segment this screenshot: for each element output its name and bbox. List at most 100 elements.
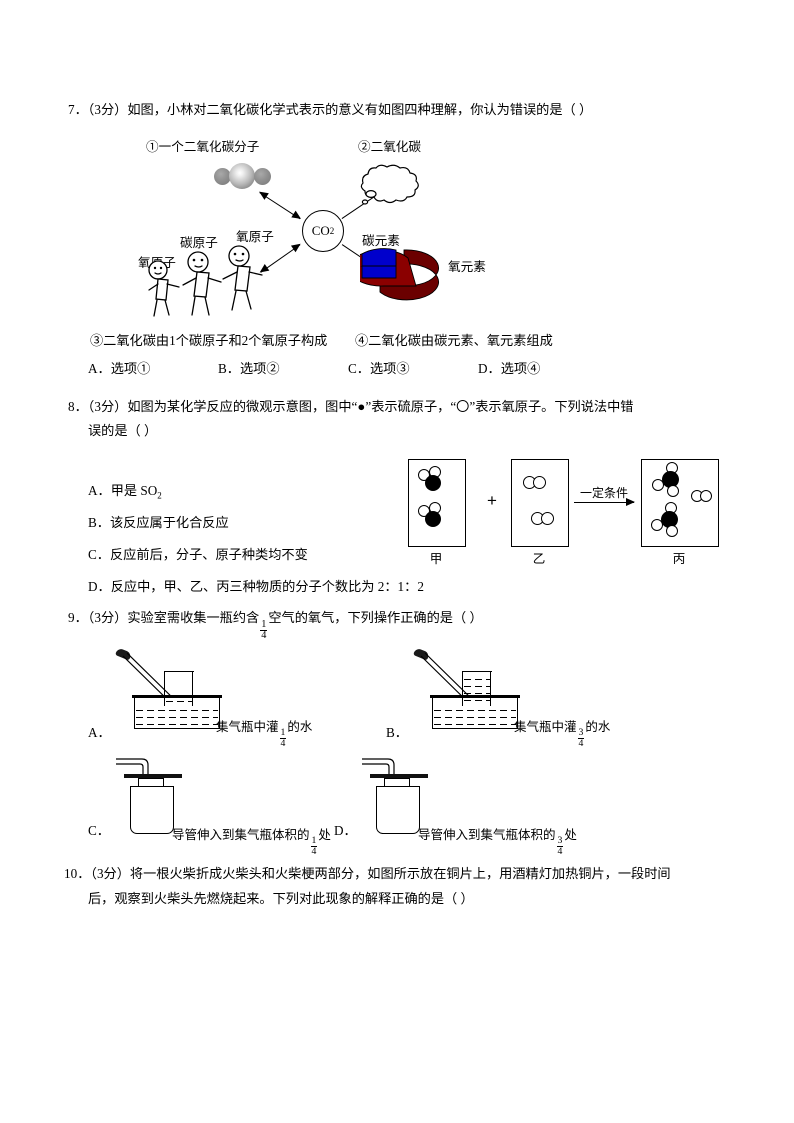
q9-apparatus-a bbox=[115, 647, 236, 736]
q9-option-b-letter[interactable]: B． bbox=[386, 725, 408, 740]
q7-option-c[interactable]: C．选项③ bbox=[348, 361, 410, 376]
reactant-box-yi bbox=[511, 459, 569, 547]
q7-co2-text: CO bbox=[311, 223, 330, 238]
trough-rim-a bbox=[132, 695, 222, 698]
oxygen-atom bbox=[533, 476, 546, 489]
oxygen-atom bbox=[652, 479, 664, 491]
jar-neck-d bbox=[384, 778, 410, 788]
q9-caption-b-pre: 集气瓶中灌 bbox=[514, 720, 577, 734]
reactant-box-jia bbox=[408, 459, 466, 547]
oxygen-atom bbox=[541, 512, 554, 525]
jar-wall-right-a bbox=[192, 672, 194, 706]
oxygen-ball-left bbox=[214, 168, 231, 185]
sulfur-atom bbox=[425, 511, 441, 527]
q8-diagram: 甲 + 乙 一定条件 bbox=[404, 455, 734, 575]
q7-label-carbon-atom: 碳原子 bbox=[180, 236, 218, 250]
trough-water-b bbox=[434, 707, 516, 727]
q9-caption-c-post: 处 bbox=[318, 828, 331, 842]
q8-option-d[interactable]: D．反应中，甲、乙、丙三种物质的分子个数比为 2：1：2 bbox=[88, 579, 424, 594]
q9-stem-post: 空气的氧气，下列操作正确的是（ ） bbox=[268, 610, 483, 625]
jar-body-d bbox=[376, 786, 420, 834]
sulfur-atom bbox=[425, 475, 441, 491]
q7-co2-ball-model bbox=[214, 162, 286, 192]
q9-caption-d-pre: 导管伸入到集气瓶体积的 bbox=[418, 828, 556, 842]
sulfur-atom bbox=[661, 511, 678, 528]
jar-wall-right-b bbox=[490, 672, 492, 706]
q10-stem-line1: 10．（3分）将一根火柴折成火柴头和火柴梗两部分，如图所示放在铜片上，用酒精灯加… bbox=[64, 866, 671, 881]
glass-plate-c bbox=[124, 774, 182, 778]
reaction-condition: 一定条件 bbox=[580, 486, 629, 500]
jar-top-b bbox=[462, 671, 492, 673]
q7-statement-4: ④二氧化碳由碳元素、氧元素组成 bbox=[355, 333, 553, 348]
q7-option-d[interactable]: D．选项④ bbox=[478, 361, 541, 376]
q9-caption-c-pre: 导管伸入到集气瓶体积的 bbox=[172, 828, 310, 842]
oxygen-atom bbox=[667, 485, 679, 497]
q7-diagram: ①一个二氧化碳分子 ②二氧化碳 CO2 氧原子 碳原子 氧原子 bbox=[110, 128, 670, 328]
q9-option-a-letter[interactable]: A． bbox=[88, 725, 111, 740]
q9-caption-d-post: 处 bbox=[564, 828, 577, 842]
jar-water-a bbox=[166, 698, 192, 706]
reaction-arrow bbox=[574, 496, 635, 509]
carbon-ball bbox=[229, 163, 255, 189]
q9-option-c-letter[interactable]: C． bbox=[88, 823, 110, 838]
jar-top-a bbox=[164, 671, 194, 673]
q8-option-b[interactable]: B．该反应属于化合反应 bbox=[88, 515, 229, 530]
q9-apparatus-d bbox=[362, 756, 472, 840]
q9-apparatus-b bbox=[413, 647, 534, 736]
q8-option-a[interactable]: A．甲是 SO2 bbox=[88, 480, 162, 501]
label-bing: 丙 bbox=[672, 552, 686, 566]
q7-arrow-upleft bbox=[259, 191, 301, 220]
glass-plate-d bbox=[370, 774, 428, 778]
q7-co2-sub: 2 bbox=[329, 226, 335, 236]
jar-wall-left-b bbox=[462, 672, 464, 706]
trough-water-a bbox=[136, 707, 218, 727]
product-box-bing bbox=[641, 459, 719, 547]
q8-stem-line1: 8．（3分）如图为某化学反应的微观示意图，图中“●”表示硫原子，“〇”表示氧原子… bbox=[68, 399, 634, 414]
label-yi: 乙 bbox=[532, 552, 546, 566]
q9-caption-a-pre: 集气瓶中灌 bbox=[216, 720, 279, 734]
oxygen-atom bbox=[651, 519, 663, 531]
q9-caption-a-post: 的水 bbox=[287, 720, 313, 734]
q7-option-a[interactable]: A．选项① bbox=[88, 361, 151, 376]
oxygen-atom bbox=[700, 490, 712, 502]
jar-water-b bbox=[464, 676, 490, 706]
q7-stem: 7．（3分）如图，小林对二氧化碳化学式表示的意义有如图四种理解，你认为错误的是（… bbox=[68, 102, 593, 117]
jar-neck-c bbox=[138, 778, 164, 788]
sulfur-atom bbox=[662, 471, 679, 488]
q7-label-substance: ②二氧化碳 bbox=[358, 140, 421, 154]
q9-caption-b-post: 的水 bbox=[585, 720, 611, 734]
q8-option-a-sub: 2 bbox=[157, 490, 162, 501]
q7-label-pie-oxygen: 氧元素 bbox=[448, 260, 486, 274]
thought-bubble-icon bbox=[360, 164, 419, 205]
oxygen-atom bbox=[666, 525, 678, 537]
q7-label-pie-carbon: 碳元素 bbox=[362, 234, 400, 248]
label-jia: 甲 bbox=[429, 552, 443, 566]
jar-body-c bbox=[130, 786, 174, 834]
q8-stem-line2: 误的是（ ） bbox=[88, 423, 158, 438]
q7-label-molecule: ①一个二氧化碳分子 bbox=[146, 140, 260, 154]
plus-sign: + bbox=[487, 491, 497, 510]
q7-option-b[interactable]: B．选项② bbox=[218, 361, 280, 376]
q9-stem-pre: 9．（3分）实验室需收集一瓶约含 bbox=[68, 610, 260, 625]
oxygen-ball-right bbox=[254, 168, 271, 185]
q8-option-c[interactable]: C．反应前后，分子、原子种类均不变 bbox=[88, 547, 308, 562]
q10-stem-line2: 后，观察到火柴头先燃烧起来。下列对此现象的解释正确的是（ ） bbox=[88, 891, 474, 906]
jar-wall-left-a bbox=[164, 672, 166, 706]
q8-option-a-text: A．甲是 SO bbox=[88, 483, 158, 498]
q9-option-d-letter[interactable]: D． bbox=[334, 823, 357, 838]
q7-label-oxygen-atom-right: 氧原子 bbox=[236, 230, 274, 244]
q7-statement-3: ③二氧化碳由1个碳原子和2个氧原子构成 bbox=[90, 333, 328, 348]
stick-figures-group-icon bbox=[148, 245, 263, 317]
